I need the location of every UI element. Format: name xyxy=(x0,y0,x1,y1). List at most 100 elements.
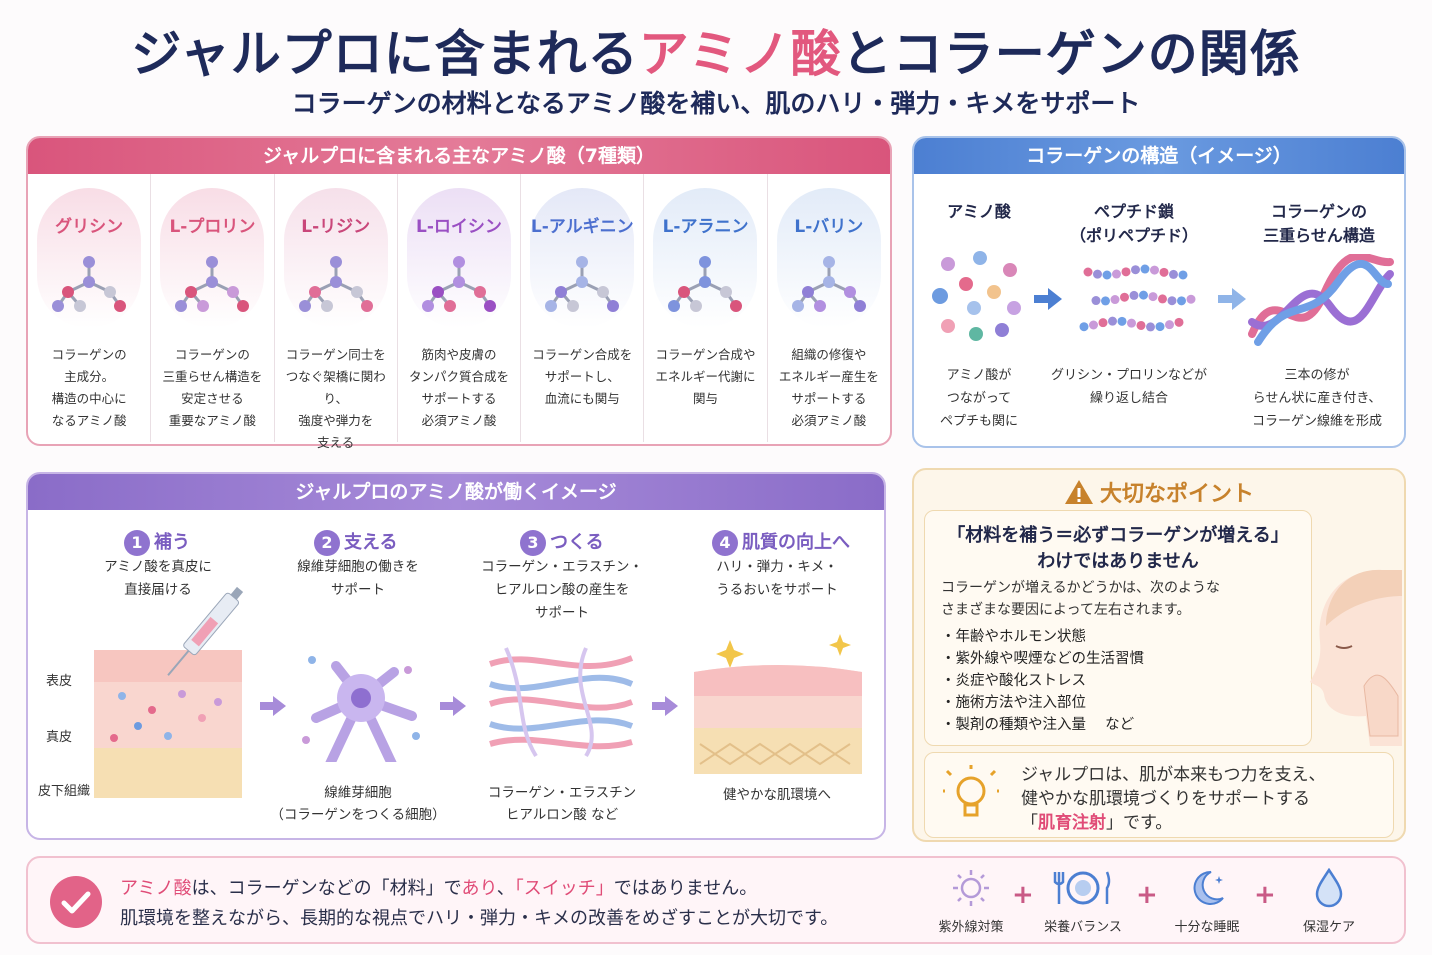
peptide-dot xyxy=(1093,269,1102,279)
plate-icon xyxy=(1053,871,1111,905)
point-message-line: ジャルプロは、肌が本来もつ力を支え、 xyxy=(1021,765,1326,785)
helix-label-1: コラーゲンの xyxy=(1270,202,1367,221)
step-1-desc: アミノ酸を真皮に xyxy=(104,559,212,575)
amino-description-line: サポートする xyxy=(421,391,497,406)
amino-description: コラーゲン合成をサポートし、血流にも関与 xyxy=(521,344,643,410)
peptide-dot xyxy=(1121,267,1131,277)
amino-acid-label: アミノ酸 xyxy=(947,202,1011,221)
title-highlight: アミノ酸 xyxy=(638,25,842,83)
amino-description-line: なるアミノ酸 xyxy=(51,413,127,428)
amino-description-line: コラーゲン合成を xyxy=(532,347,633,362)
peptide-dot xyxy=(1155,322,1165,332)
work-panel-heading: ジャルプロのアミノ酸が働くイメージ xyxy=(28,474,884,510)
peptide-dot xyxy=(1131,265,1140,275)
plus-sign: + xyxy=(1136,880,1158,910)
amino-description-line: つなぐ架橋に関わり、 xyxy=(285,369,386,406)
peptide-label-2: （ポリペプチド） xyxy=(1069,226,1198,245)
point-list-item: ・製剤の種類や注入量 など xyxy=(941,717,1135,733)
peptide-dot xyxy=(1101,296,1110,306)
molecule-icon xyxy=(668,256,743,312)
step-3-desc: サポート xyxy=(535,605,589,621)
peptide-dot xyxy=(1083,267,1093,277)
amino-description-line: コラーゲン合成や xyxy=(655,347,756,362)
care-nutrition: 栄養バランス xyxy=(1038,868,1128,935)
amino-card: L-プロリンコラーゲンの三重らせん構造を安定させる重要なアミノ酸 xyxy=(151,174,275,442)
triple-helix-illustration xyxy=(1248,254,1394,346)
layer-dermis: 真皮 xyxy=(46,730,73,745)
amino-description-line: コラーゲン同士を xyxy=(285,347,386,362)
amino-name: L-バリン xyxy=(794,217,864,237)
amino-description-line: タンパク質合成を xyxy=(408,369,509,384)
amino-description-line: コラーゲンの xyxy=(51,347,127,362)
layer-subcutis: 皮下組織 xyxy=(38,784,91,799)
molecule-icon xyxy=(791,256,866,312)
amino-name: L-アルギニン xyxy=(530,217,634,237)
warning-icon xyxy=(1064,480,1093,504)
face-illustration xyxy=(1310,569,1402,746)
collagen-desc3-line: 三本の修が xyxy=(1284,368,1350,383)
helix-label-2: 三重らせん構造 xyxy=(1263,226,1375,245)
care-uv: 紫外線対策 xyxy=(926,868,1016,935)
amino-name: L-プロリン xyxy=(169,217,256,237)
amino-description-line: 組織の修復や xyxy=(791,347,867,362)
page-title: ジャルプロに含まれるアミノ酸とコラーゲンの関係 xyxy=(0,14,1432,86)
care-moisture: 保湿ケア xyxy=(1284,867,1374,935)
peptide-dot xyxy=(1174,317,1184,327)
peptide-dot xyxy=(1110,295,1120,305)
title-part3: とコラーゲンの関係 xyxy=(841,25,1301,83)
amino-description-line: エネルギー産生を xyxy=(778,369,879,384)
amino-description-line: コラーゲンの xyxy=(174,347,250,362)
collagen-desc2-line: グリシン・プロリンなどが xyxy=(1050,368,1207,383)
plus-sign: + xyxy=(1012,880,1034,910)
peptide-dot xyxy=(1159,267,1169,277)
summary-footer: アミノ酸は、コラーゲンなどの「材料」であり、「スイッチ」ではありません。 肌環境… xyxy=(26,856,1406,944)
plus-sign: + xyxy=(1254,880,1276,910)
peptide-dot xyxy=(1150,265,1159,275)
step-1-desc: 直接届ける xyxy=(124,582,192,598)
care-sleep: 十分な睡眠 xyxy=(1162,868,1252,935)
molecule-icon xyxy=(175,256,250,312)
peptide-dot xyxy=(1169,269,1178,279)
amino-card: L-アルギニンコラーゲン合成をサポートし、血流にも関与 xyxy=(521,174,645,442)
peptide-dot xyxy=(1120,292,1129,302)
fibers-caption: コラーゲン・エラスチン xyxy=(487,785,637,801)
peptide-dot xyxy=(1112,269,1121,279)
step-3-desc: ヒアルロン酸の産生を xyxy=(494,582,630,598)
peptide-dot xyxy=(1108,316,1117,326)
point-intro: コラーゲンが増えるかどうかは、次のような xyxy=(941,580,1221,596)
peptide-dot xyxy=(1146,322,1155,332)
amino-description-line: 主成分。 xyxy=(64,369,115,384)
water-drop-icon xyxy=(1315,867,1343,908)
peptide-chain-illustration xyxy=(1079,264,1196,332)
step-2-desc: サポート xyxy=(331,582,385,598)
molecule-icon xyxy=(421,256,496,312)
amino-card: L-リジンコラーゲン同士をつなぐ架橋に関わり、強度や弾力を支える xyxy=(275,174,398,450)
arrow-right-icon xyxy=(652,696,678,716)
fibroblast-caption: （コラーゲンをつくる細胞） xyxy=(270,807,446,823)
peptide-dot xyxy=(1186,294,1196,304)
fibroblast-caption: 線維芽細胞 xyxy=(324,785,392,801)
layer-epidermis: 表皮 xyxy=(46,674,73,689)
collagen-desc1-line: アミノ酸が xyxy=(946,368,1012,383)
point-box-heading: 「材料を補う＝必ずコラーゲンが増える」 xyxy=(947,525,1289,546)
point-intro: さまざまな要因によって左右されます。 xyxy=(941,602,1191,618)
amino-description-line: 構造の中心に xyxy=(51,391,127,406)
molecule-icon xyxy=(298,256,373,312)
amino-description-line: 重要なアミノ酸 xyxy=(168,413,257,428)
point-list-item: ・施術方法や注入部位 xyxy=(941,695,1086,711)
arrow-right-icon xyxy=(1034,288,1062,310)
peptide-dot xyxy=(1167,296,1177,306)
amino-acid-dots-illustration xyxy=(932,251,1021,341)
important-point-panel: 大切なポイント 「材料を補う＝必ずコラーゲンが増える」 わけではありません コラ… xyxy=(912,468,1406,842)
amino-description-line: 必須アミノ酸 xyxy=(791,413,867,428)
amino-acids-panel: ジャルプロに含まれる主なアミノ酸（7種類） グリシンコラーゲンの主成分。構造の中… xyxy=(26,136,892,450)
amino-card: L-ロイシン筋肉や皮膚のタンパク質合成をサポートする必須アミノ酸 xyxy=(398,174,522,442)
sun-icon xyxy=(953,870,989,906)
amino-card: L-バリン組織の修復やエネルギー産生をサポートする必須アミノ酸 xyxy=(768,174,890,442)
collagen-fibers-illustration xyxy=(489,647,634,758)
